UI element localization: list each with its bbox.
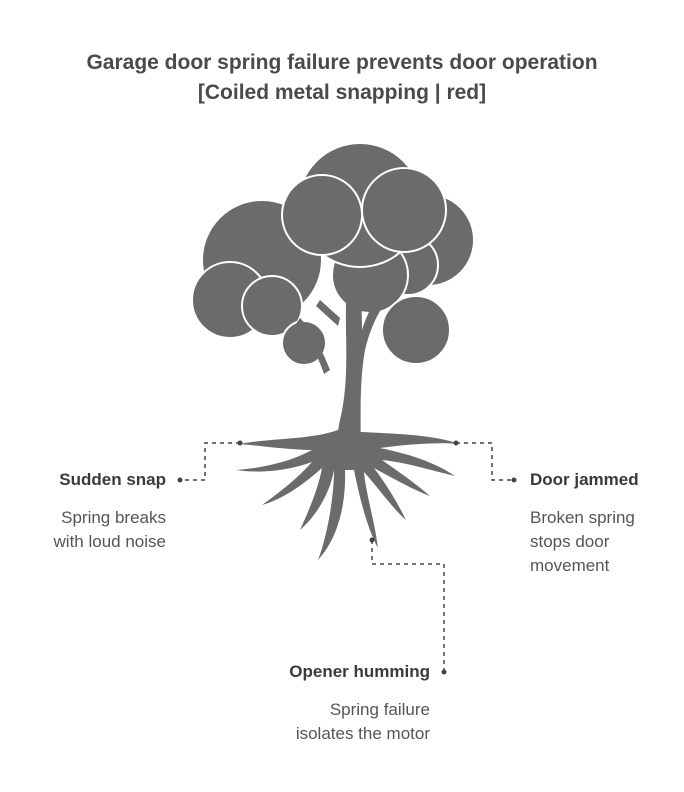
label-sudden-snap: Sudden snap bbox=[59, 470, 166, 489]
connector-opener-humming bbox=[371, 540, 445, 672]
title-line-1: Garage door spring failure prevents door… bbox=[86, 51, 598, 74]
label-opener-humming: Opener humming bbox=[289, 662, 430, 681]
connector-sudden-snap bbox=[180, 442, 240, 481]
title-line-2: [Coiled metal snapping | red] bbox=[197, 81, 487, 104]
desc-sudden-snap: Spring breaks with loud noise bbox=[53, 508, 166, 551]
desc-opener-humming: Spring failure isolates the motor bbox=[295, 700, 430, 743]
label-door-jammed: Door jammed bbox=[530, 470, 639, 489]
diagram-title: Garage door spring failure prevents door… bbox=[0, 48, 684, 108]
desc-door-jammed: Broken spring stops door movement bbox=[530, 508, 635, 575]
connector-door-jammed bbox=[456, 442, 514, 481]
